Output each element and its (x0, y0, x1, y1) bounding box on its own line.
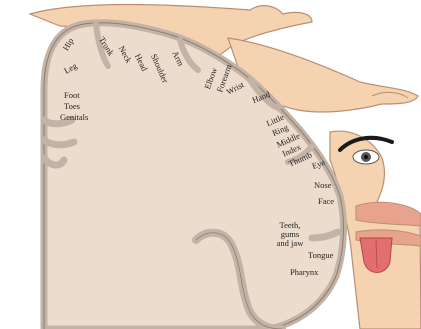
label-face: Face (318, 197, 334, 206)
label-teeth-gums-jaw: Teeth, gums and jaw (270, 221, 310, 248)
label-genitals: Genitals (60, 113, 88, 122)
label-teeth-line-3: and jaw (270, 239, 310, 248)
label-toes: Toes (64, 102, 80, 111)
label-foot: Foot (64, 91, 80, 100)
eye-icon (353, 150, 379, 164)
label-tongue: Tongue (308, 251, 333, 260)
label-nose: Nose (314, 181, 331, 190)
label-pharynx: Pharynx (290, 268, 318, 277)
